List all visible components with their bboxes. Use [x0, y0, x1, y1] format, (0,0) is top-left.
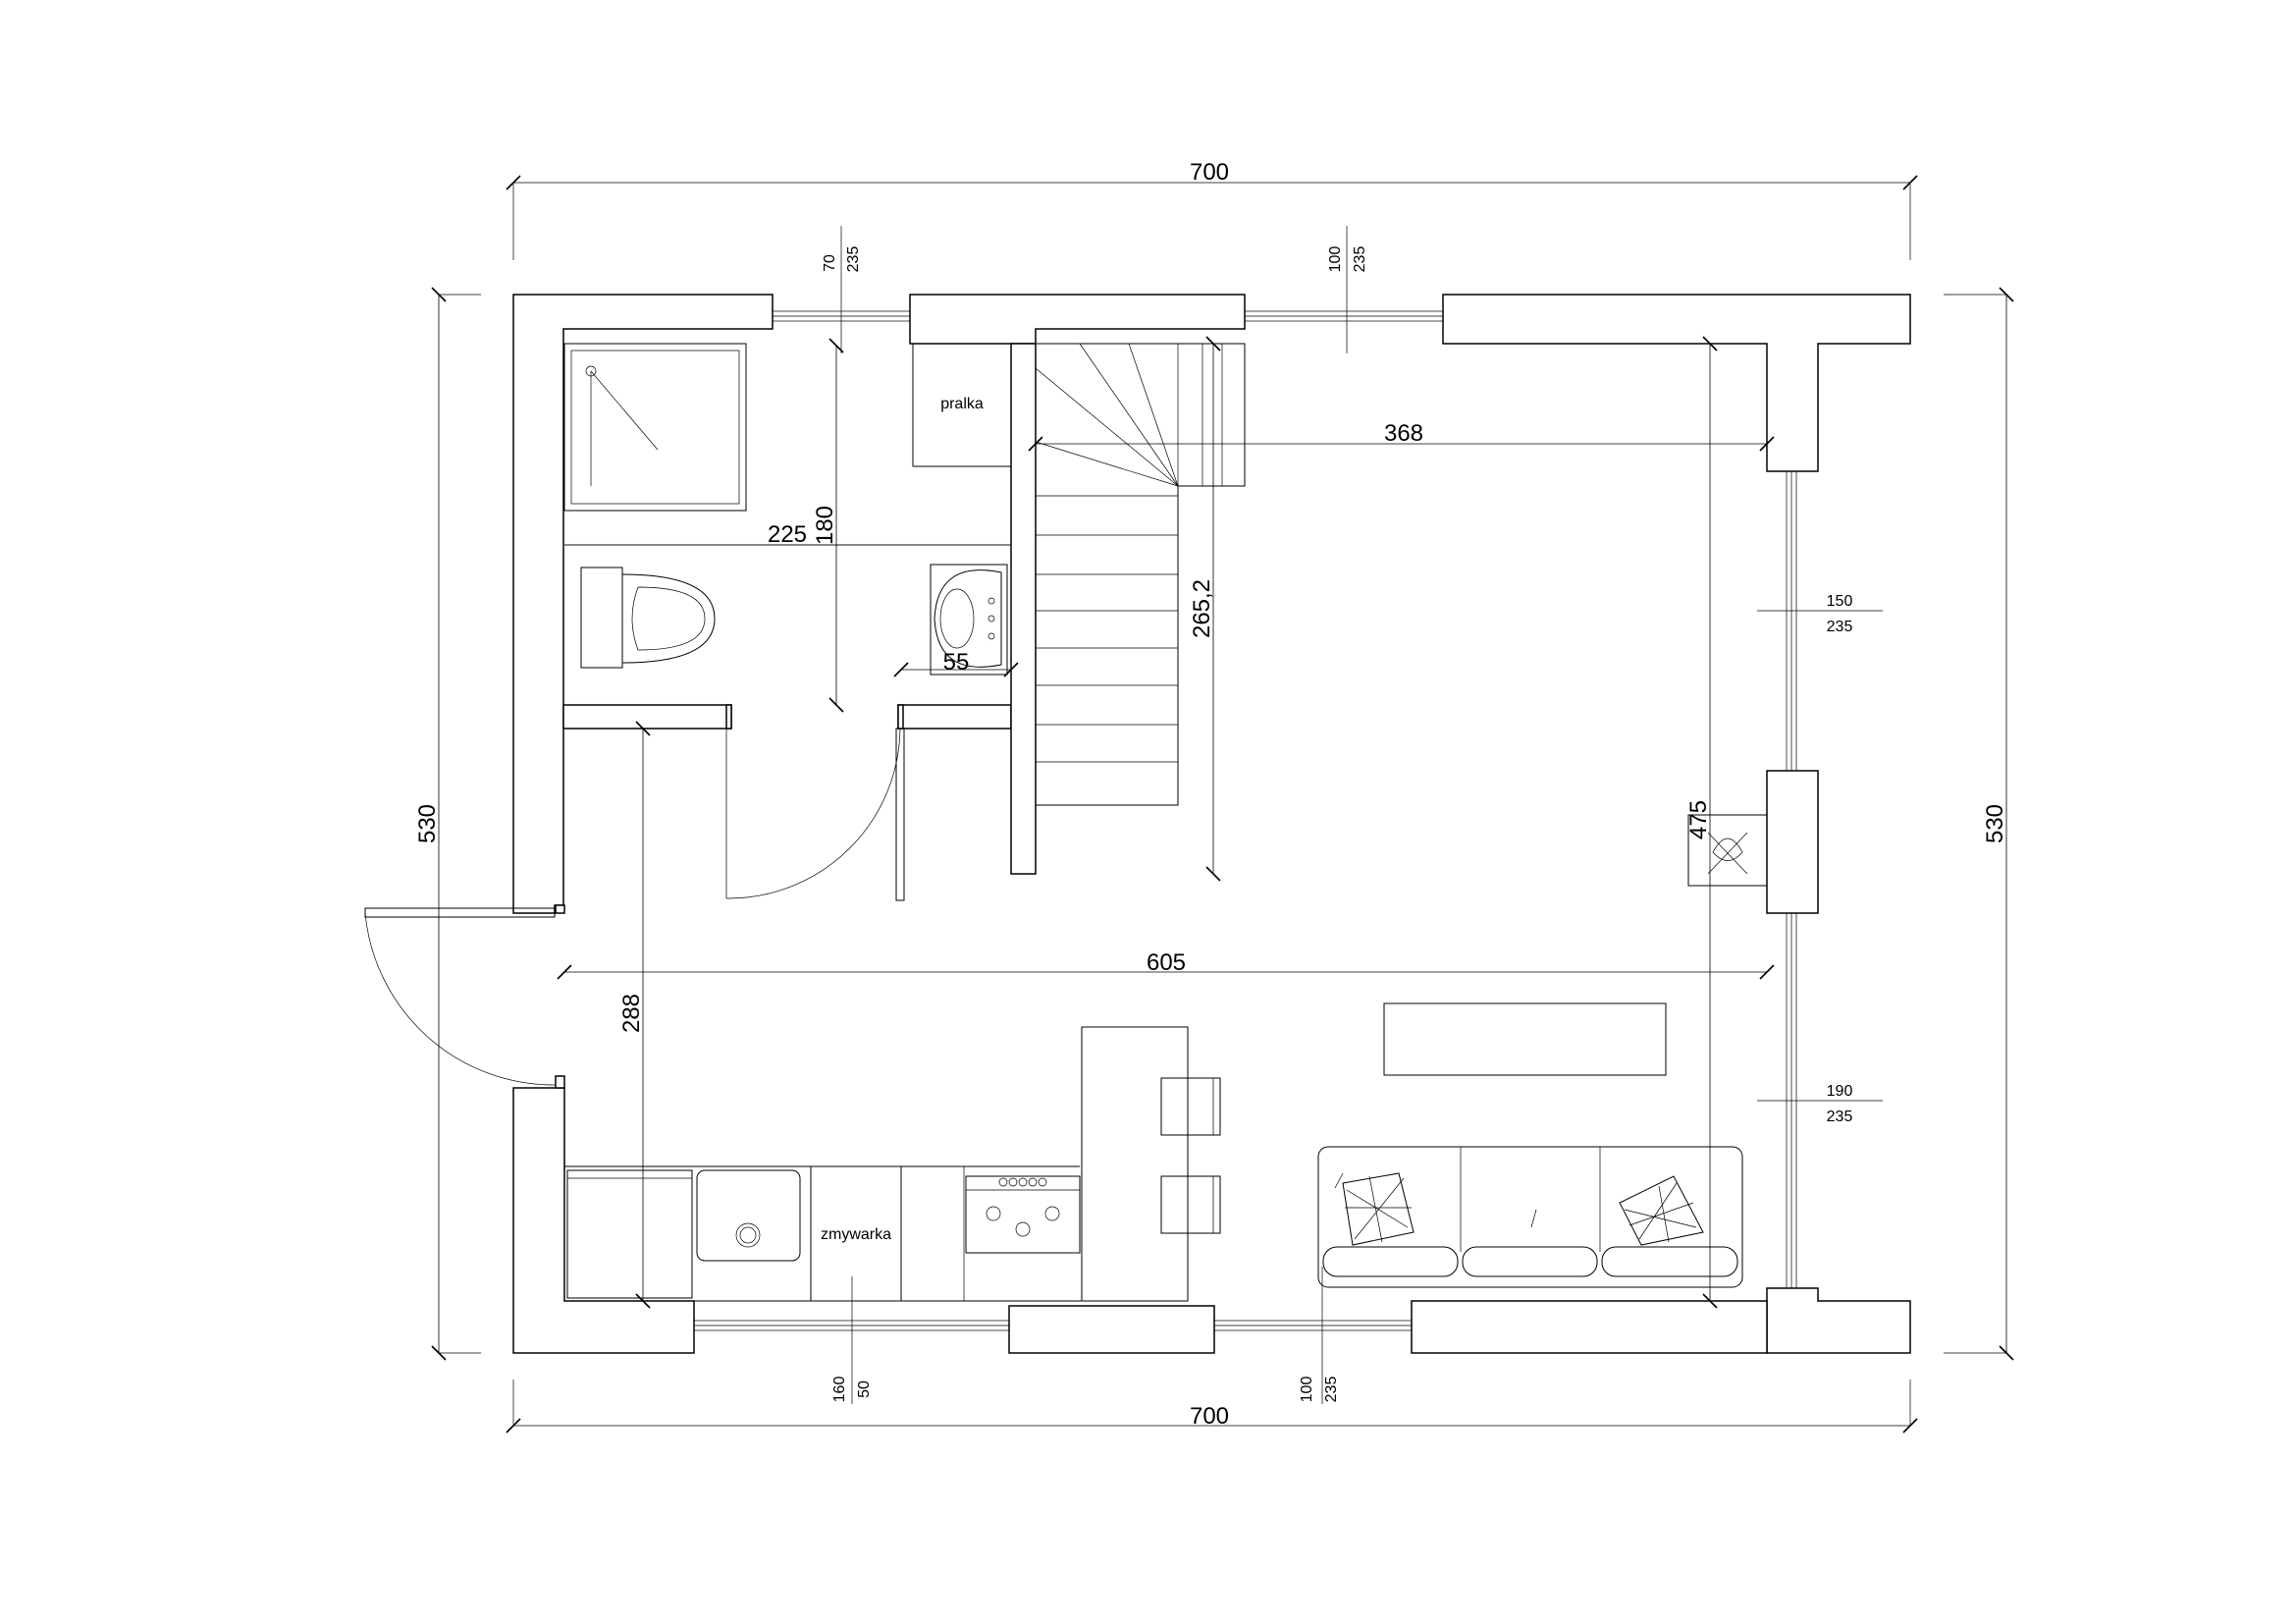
window-top-left-width: 70 [822, 254, 838, 272]
washbasin-icon [930, 564, 1008, 676]
dim-upper-room-width: 368 [1384, 420, 1423, 447]
dim-living-width: 605 [1147, 949, 1186, 976]
window-right-lower-height: 235 [1827, 1109, 1853, 1125]
washing-machine-label: pralka [940, 396, 984, 412]
shower-icon [563, 343, 747, 512]
kitchen-island [1081, 1026, 1189, 1302]
bathroom-door [725, 728, 905, 901]
window-right-upper-width: 150 [1827, 593, 1853, 610]
living-area [1317, 1002, 1743, 1288]
dishwasher-label: zmywarka [821, 1226, 891, 1243]
dim-right-height: 530 [1982, 804, 2008, 843]
cooktop-icon [965, 1175, 1081, 1254]
window-bottom-left [693, 1320, 1010, 1331]
window-bottom-mid-height: 235 [1323, 1377, 1340, 1403]
washing-machine: pralka [912, 343, 1012, 467]
dim-living-depth: 288 [618, 994, 645, 1033]
window-top-mid [1244, 310, 1444, 322]
dim-bottom-total: 700 [1190, 1403, 1229, 1430]
window-top-left-height: 235 [845, 246, 862, 273]
toilet-icon [580, 567, 716, 669]
dim-top-total: 700 [1190, 159, 1229, 186]
wall-outlines [510, 291, 1914, 1361]
window-right-upper [1786, 470, 1797, 772]
window-top-mid-height: 235 [1352, 246, 1368, 273]
dim-bathroom-width: 225 [768, 521, 807, 548]
fireplace-icon [1687, 814, 1768, 887]
dim-right-room-depth: 475 [1685, 800, 1712, 839]
fridge [566, 1169, 693, 1299]
doors [364, 728, 905, 1086]
window-bottom-mid-width: 100 [1299, 1377, 1315, 1403]
stairs [1035, 343, 1246, 806]
tv-unit [1383, 1002, 1667, 1076]
sofa-icon [1317, 1146, 1743, 1288]
bar-stools [1160, 1077, 1221, 1234]
window-annotations: 70 235 100 235 150 235 190 235 160 50 10… [822, 226, 1883, 1404]
window-top-mid-width: 100 [1327, 246, 1344, 273]
dimension-lines: 700 700 530 530 225 180 55 [414, 159, 2014, 1434]
kitchen: zmywarka [564, 1026, 1221, 1302]
dim-bathroom-depth: 180 [812, 506, 838, 545]
cushion-icon [1342, 1172, 1704, 1246]
window-bottom-left-width: 160 [831, 1377, 848, 1403]
window-bottom-mid [1213, 1320, 1413, 1331]
window-right-upper-height: 235 [1827, 619, 1853, 635]
dim-left-height: 530 [414, 804, 441, 843]
sink-icon [696, 1169, 801, 1262]
entrance-door [364, 907, 556, 1086]
window-bottom-left-height: 50 [856, 1380, 873, 1398]
dim-sink-width: 55 [943, 649, 970, 676]
window-right-lower-width: 190 [1827, 1083, 1853, 1100]
dim-stairs-length: 265,2 [1189, 579, 1215, 638]
